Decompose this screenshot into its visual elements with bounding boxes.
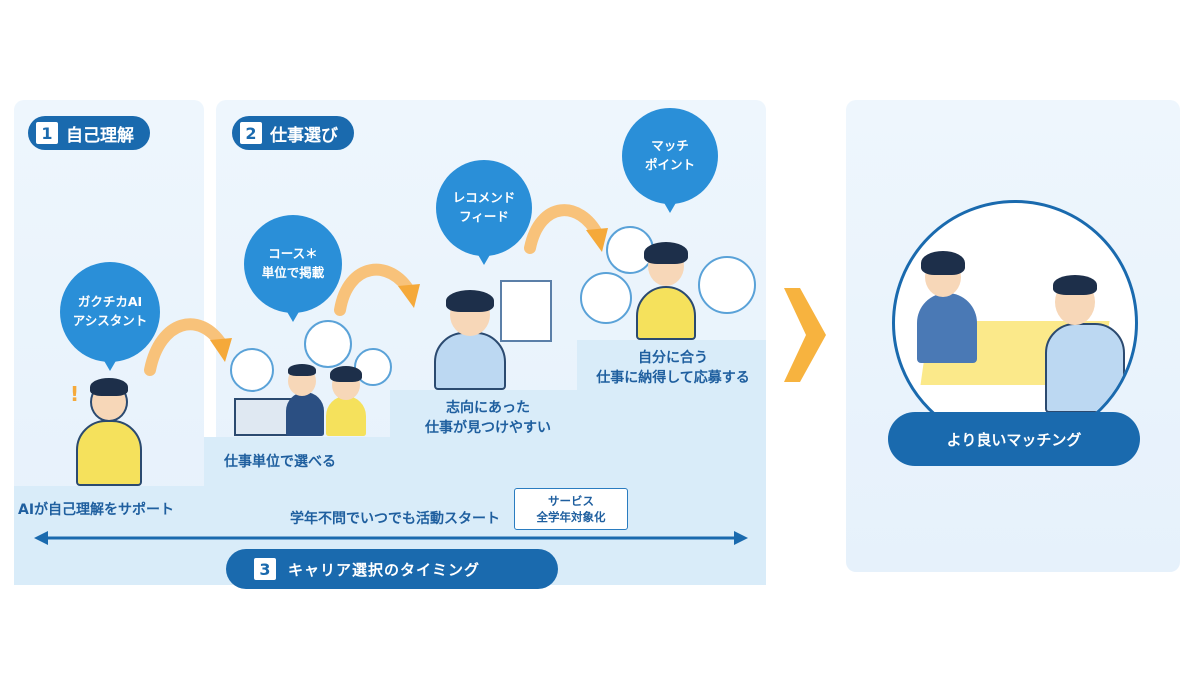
recommend-feed-bubble: レコメンド フィード (436, 160, 532, 256)
interview-illustration (892, 200, 1138, 446)
step-1-title: 1 自己理解 (28, 116, 150, 150)
apply-label: 自分に合う 仕事に納得して応募する (596, 350, 750, 387)
stair-step-4 (577, 340, 766, 391)
match-scene-illustration (580, 226, 760, 342)
interviewer-body (917, 293, 977, 363)
reader-hair (330, 366, 362, 382)
applicant-body (636, 286, 696, 340)
course-circle-2 (304, 320, 352, 368)
exclamation-mark: ! (70, 382, 80, 406)
interviewer-hair (921, 251, 965, 275)
gakuchika-ai-bubble: ガクチカAI アシスタント (60, 262, 160, 362)
curve-arrow-3 (524, 204, 604, 254)
timeline-arrow-left (34, 531, 48, 545)
woman-hair (446, 290, 494, 312)
stair-step-2 (204, 437, 766, 487)
match-circle-factory (698, 256, 756, 314)
timeline-arrow-right (734, 531, 748, 545)
curve-arrowhead-1 (210, 338, 232, 362)
step-3-number: 3 (254, 558, 276, 580)
candidate-hair (1053, 275, 1097, 295)
ai-support-label: AIが自己理解をサポート (18, 502, 175, 518)
match-circle-office (580, 272, 632, 324)
candidate-body (1045, 323, 1125, 413)
curve-arrow-2 (334, 263, 416, 316)
step-2-number: 2 (240, 122, 262, 144)
student-hair (90, 378, 128, 396)
document-feed (500, 280, 552, 342)
reader-body (326, 396, 366, 436)
step-2-title: 2 仕事選び (232, 116, 354, 150)
curve-arrowhead-3 (586, 228, 608, 252)
curve-arrowhead-2 (398, 284, 420, 308)
woman-body (434, 332, 506, 390)
step-2-label: 仕事選び (270, 125, 338, 146)
anytime-start-label: 学年不問でいつでも活動スタート (290, 511, 500, 527)
student-illustration (70, 372, 150, 487)
stair-step-3 (390, 390, 766, 438)
step-1-number: 1 (36, 122, 58, 144)
step-3-label: キャリア選択のタイミング (288, 560, 481, 579)
course-unit-bubble: コース＊ 単位で掲載 (244, 215, 342, 313)
course-circle-1 (230, 348, 274, 392)
worker-hair (288, 364, 316, 376)
recommend-scene-illustration (428, 270, 558, 390)
curve-arrow-1 (144, 318, 228, 376)
student-body (76, 420, 142, 486)
worker-body (286, 392, 324, 436)
career-timing-pill: 3 キャリア選択のタイミング (226, 549, 558, 589)
match-point-bubble: マッチ ポイント (622, 108, 718, 204)
service-all-grades-note: サービス 全学年対象化 (514, 488, 628, 531)
better-matching-pill: より良いマッチング (888, 412, 1140, 466)
step-1-label: 自己理解 (66, 125, 134, 146)
result-chevron (784, 288, 826, 382)
job-unit-label: 仕事単位で選べる (224, 454, 336, 470)
laptop-scene-illustration (226, 320, 396, 438)
applicant-hair (644, 242, 688, 264)
easy-find-label: 志向にあった 仕事が見つけやすい (425, 400, 551, 437)
